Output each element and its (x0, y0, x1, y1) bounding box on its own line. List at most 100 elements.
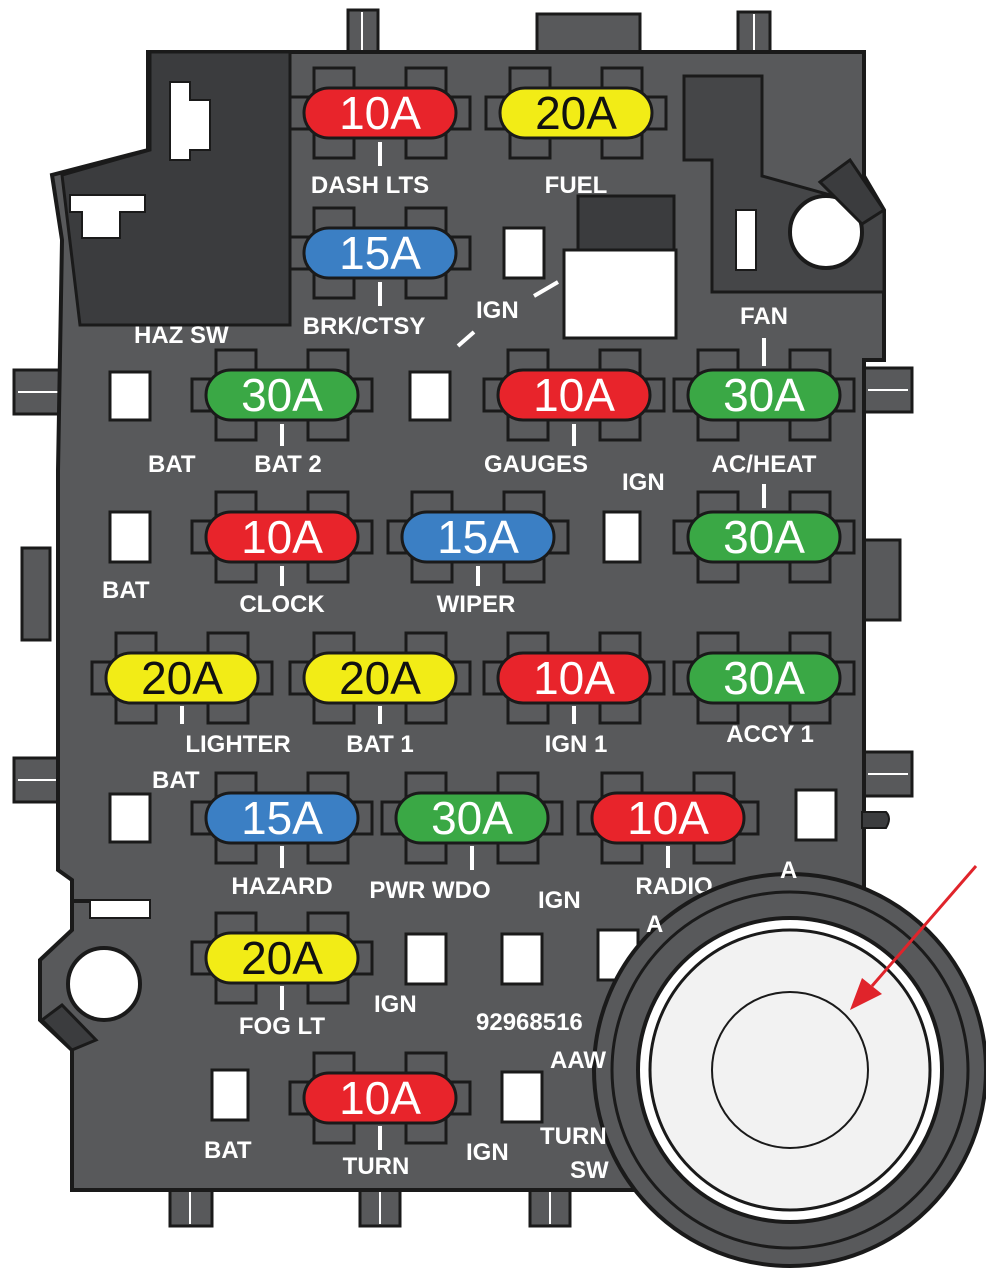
fuse-rating: 20A (141, 652, 223, 704)
fuse-body (394, 791, 550, 845)
fuse-function-label: ACCY 1 (726, 721, 814, 748)
bracket-left (71, 899, 151, 919)
label-a-mid: A (646, 911, 663, 938)
slot-bat-r2 (108, 510, 152, 564)
slot-a-right (794, 788, 838, 842)
fuse-function-label: FUEL (545, 172, 608, 199)
label-haz-sw: HAZ SW (134, 322, 229, 349)
fuse-body (104, 651, 260, 705)
fuse-rating: 10A (339, 87, 421, 139)
fuse-function-label: WIPER (437, 591, 516, 618)
label-ign-r2: IGN (622, 469, 665, 496)
fuse-body (686, 651, 842, 705)
fuse-function-label: BRK/CTSY (303, 313, 426, 340)
fuse-body (204, 510, 360, 564)
fuse-rating: 10A (339, 1072, 421, 1124)
fuse-function-label: TURN (343, 1153, 410, 1180)
part-number: 92968516 (476, 1009, 583, 1036)
fuse-ign-1: 10A IGN 1 (482, 631, 666, 758)
slot-ign-r2 (602, 510, 642, 564)
connector-slot-3 (735, 209, 757, 271)
fuse-rating: 15A (437, 511, 519, 563)
slot-bat-r4 (108, 792, 152, 844)
fuse-rating: 10A (627, 792, 709, 844)
fuse-wiper: 15A WIPER (386, 490, 570, 618)
fuse-body (400, 510, 556, 564)
terminal-slots (108, 226, 838, 1124)
label-bat-r3: BAT (152, 767, 200, 794)
fuse-fan: 30A FAN (672, 303, 856, 442)
terminal-labels: HAZ SW IGN BAT IGN BAT BAT A IGN A IGN 9… (102, 297, 797, 1184)
slot-bat-bottom (210, 1068, 250, 1122)
label-bat-r2: BAT (102, 577, 150, 604)
mount-hole-right (788, 194, 864, 270)
slot-ign-r5a (404, 932, 448, 986)
fuse-function-label: LIGHTER (185, 731, 290, 758)
fuse-body (496, 368, 652, 422)
fuse-dash-lts: 10A DASH LTS (288, 66, 472, 199)
fuse-function-label: CLOCK (239, 591, 325, 618)
fuse-function-label: GAUGES (484, 451, 588, 478)
label-turn-sw-1: TURN (540, 1123, 607, 1150)
fuse-rating: 15A (241, 792, 323, 844)
fuse-rating: 15A (339, 227, 421, 279)
connector-slot-2 (69, 194, 146, 239)
mount-clip-right (817, 157, 887, 226)
fuse-body (204, 368, 360, 422)
fuse-hazard: 15A HAZARD (190, 771, 374, 900)
fuse-function-label: FAN (740, 303, 788, 330)
label-ign-bottom: IGN (466, 1139, 509, 1166)
connector-block-left (60, 50, 292, 327)
fuse-ac-heat: 30A AC/HEAT (672, 451, 856, 584)
pointer-arrow (850, 865, 978, 1010)
fuse-rating: 20A (241, 932, 323, 984)
fuse-function-label: BAT 1 (346, 731, 414, 758)
fuse-body (302, 86, 458, 140)
fuse-fuel: 20A FUEL (484, 66, 668, 199)
fuse-body (590, 791, 746, 845)
fuse-rating: 30A (723, 369, 805, 421)
slot-haz-sw (108, 370, 152, 422)
slot-ign-top (502, 226, 546, 280)
fuse-body (686, 510, 842, 564)
fuse-body (302, 1071, 458, 1125)
fuse-body (686, 368, 842, 422)
fuse-body (204, 931, 360, 985)
fuse-rating: 20A (535, 87, 617, 139)
slot-ign-bottom (500, 1070, 544, 1124)
label-aaw: AAW (550, 1047, 606, 1074)
fuse-turn: 10A TURN (288, 1051, 472, 1180)
fuse-function-label: AC/HEAT (712, 451, 817, 478)
fuse-bat-1: 20A BAT 1 (288, 631, 472, 758)
fuse-clock: 10A CLOCK (190, 490, 374, 618)
fuse-brk-ctsy: 15A BRK/CTSY (288, 206, 472, 340)
fuse-rating: 30A (723, 511, 805, 563)
fuse-body (302, 226, 458, 280)
fuse-rating: 10A (533, 652, 615, 704)
label-ign-top: IGN (476, 297, 519, 324)
connector-slot-1 (169, 81, 211, 161)
fuse-function-label: IGN 1 (545, 731, 608, 758)
fuse-lighter: 20A LIGHTER (90, 631, 291, 758)
fuse-accy-1: 30A ACCY 1 (672, 631, 856, 748)
fuse-function-label: PWR WDO (369, 877, 490, 904)
fuse-function-label: HAZARD (231, 873, 332, 900)
slot-bat2-left (408, 370, 452, 422)
fuse-rating: 10A (241, 511, 323, 563)
fuse-rating: 30A (431, 792, 513, 844)
fuse-rating: 20A (339, 652, 421, 704)
fuse-rating: 30A (723, 652, 805, 704)
fuse-body (498, 86, 654, 140)
pin-right (861, 811, 890, 829)
label-bat-bottom: BAT (204, 1137, 252, 1164)
fuse-body (302, 651, 458, 705)
fuse-rating: 30A (241, 369, 323, 421)
fuse-function-label: DASH LTS (311, 172, 429, 199)
label-ign-r5: IGN (374, 991, 417, 1018)
slot-ign-r5b (500, 932, 544, 986)
